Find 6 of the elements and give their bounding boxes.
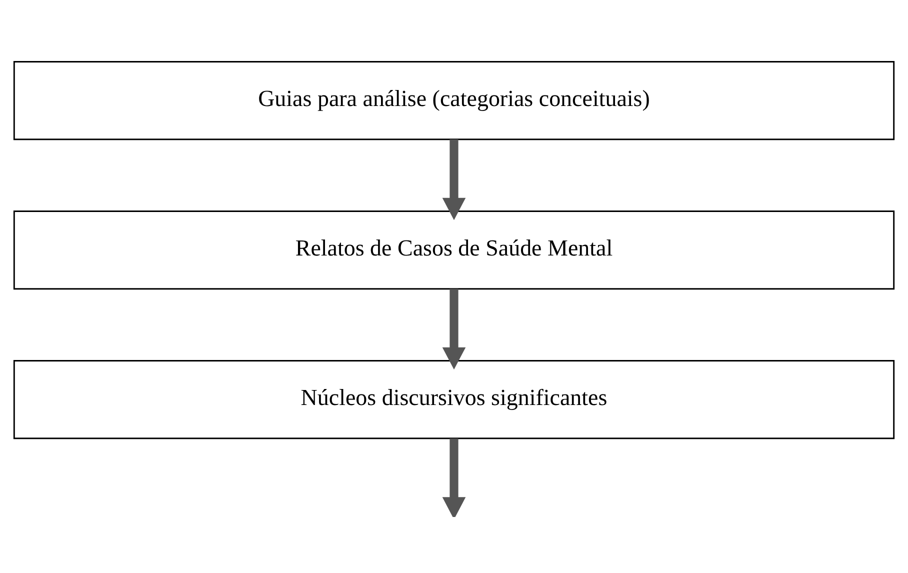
node-box: Guias para análise (categorias conceituais) <box>13 61 895 140</box>
arrow <box>442 288 466 370</box>
arrow <box>442 139 466 220</box>
arrow <box>442 438 466 517</box>
node-box: Relatos de Casos de Saúde Mental <box>13 210 895 290</box>
node-box: Núcleos discursivos significantes <box>13 360 895 440</box>
